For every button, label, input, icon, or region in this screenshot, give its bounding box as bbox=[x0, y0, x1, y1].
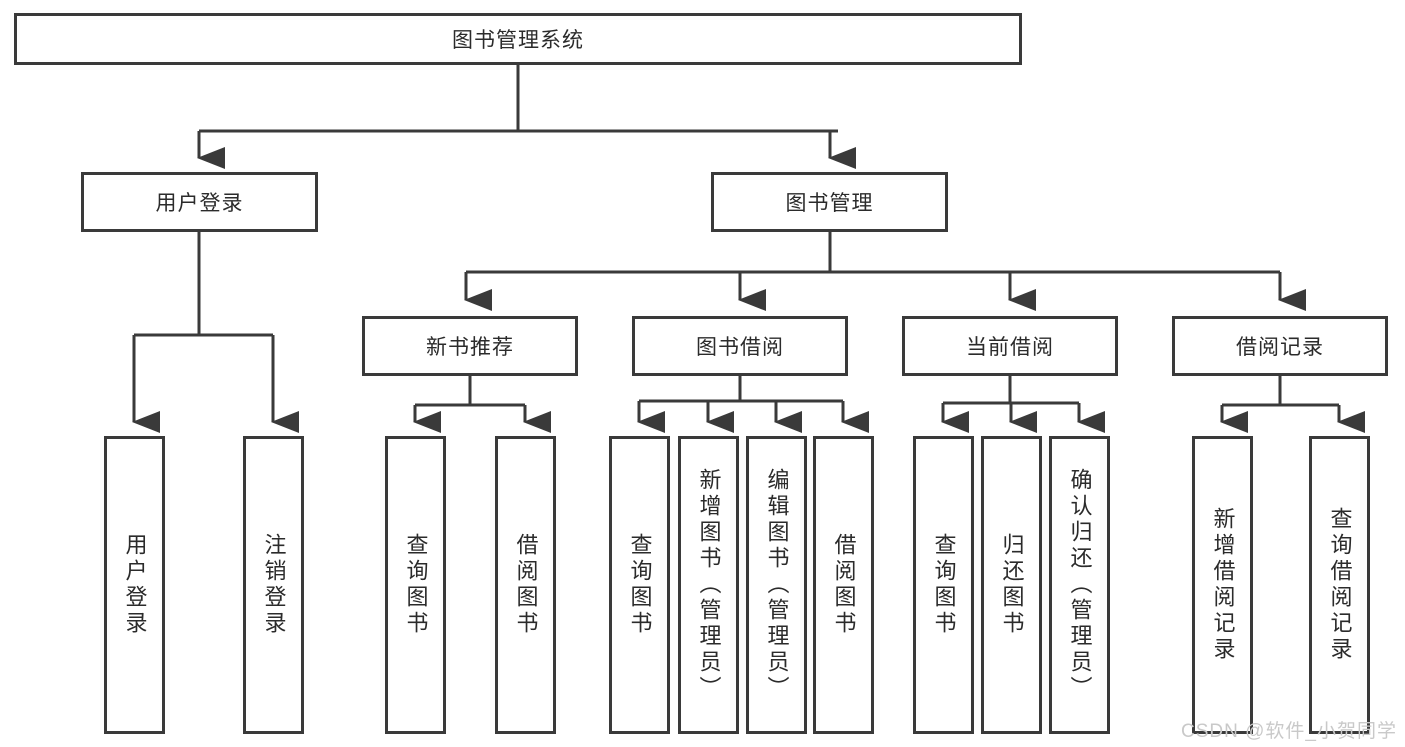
leaf-current-confirm-return-admin[interactable]: 确认归还（管理员） bbox=[1049, 436, 1110, 734]
node-user-login-label: 用户登录 bbox=[155, 192, 244, 215]
leaf-label: 注销登录 bbox=[261, 533, 287, 637]
leaf-label: 查询图书 bbox=[931, 533, 957, 637]
leaf-label: 用户登录 bbox=[122, 533, 148, 637]
leaf-borrow-add-book-admin[interactable]: 新增图书（管理员） bbox=[678, 436, 739, 734]
leaf-label: 编辑图书（管理员） bbox=[764, 468, 790, 702]
leaf-user-login-signout[interactable]: 注销登录 bbox=[243, 436, 304, 734]
leaf-label: 查询图书 bbox=[627, 533, 653, 637]
leaf-label: 新增图书（管理员） bbox=[696, 468, 722, 702]
leaf-current-return-book[interactable]: 归还图书 bbox=[981, 436, 1042, 734]
node-new-book-recommend[interactable]: 新书推荐 bbox=[362, 316, 578, 376]
node-current-borrow-label: 当前借阅 bbox=[966, 336, 1054, 359]
leaf-label: 查询借阅记录 bbox=[1327, 507, 1353, 663]
leaf-record-query-record[interactable]: 查询借阅记录 bbox=[1309, 436, 1370, 734]
leaf-label: 归还图书 bbox=[999, 533, 1025, 637]
leaf-recommend-borrow-book[interactable]: 借阅图书 bbox=[495, 436, 556, 734]
leaf-borrow-edit-book-admin[interactable]: 编辑图书（管理员） bbox=[746, 436, 807, 734]
leaf-label: 确认归还（管理员） bbox=[1067, 468, 1093, 702]
leaf-label: 新增借阅记录 bbox=[1210, 507, 1236, 663]
leaf-label: 查询图书 bbox=[403, 533, 429, 637]
node-book-borrow[interactable]: 图书借阅 bbox=[632, 316, 848, 376]
node-current-borrow[interactable]: 当前借阅 bbox=[902, 316, 1118, 376]
leaf-user-login-signin[interactable]: 用户登录 bbox=[104, 436, 165, 734]
node-book-borrow-label: 图书借阅 bbox=[696, 336, 784, 359]
leaf-current-query-book[interactable]: 查询图书 bbox=[913, 436, 974, 734]
leaf-record-add-record[interactable]: 新增借阅记录 bbox=[1192, 436, 1253, 734]
leaf-label: 借阅图书 bbox=[513, 533, 539, 637]
node-new-book-recommend-label: 新书推荐 bbox=[426, 336, 514, 359]
node-root[interactable]: 图书管理系统 bbox=[14, 13, 1022, 65]
node-book-management[interactable]: 图书管理 bbox=[711, 172, 948, 232]
watermark: CSDN @软件_小贺同学 bbox=[1181, 721, 1397, 742]
leaf-recommend-query-book[interactable]: 查询图书 bbox=[385, 436, 446, 734]
node-root-label: 图书管理系统 bbox=[452, 29, 584, 52]
node-book-management-label: 图书管理 bbox=[785, 192, 874, 215]
node-borrow-record[interactable]: 借阅记录 bbox=[1172, 316, 1388, 376]
leaf-borrow-query-book[interactable]: 查询图书 bbox=[609, 436, 670, 734]
leaf-label: 借阅图书 bbox=[831, 533, 857, 637]
leaf-borrow-borrow-book[interactable]: 借阅图书 bbox=[813, 436, 874, 734]
node-borrow-record-label: 借阅记录 bbox=[1236, 336, 1324, 359]
node-user-login[interactable]: 用户登录 bbox=[81, 172, 318, 232]
